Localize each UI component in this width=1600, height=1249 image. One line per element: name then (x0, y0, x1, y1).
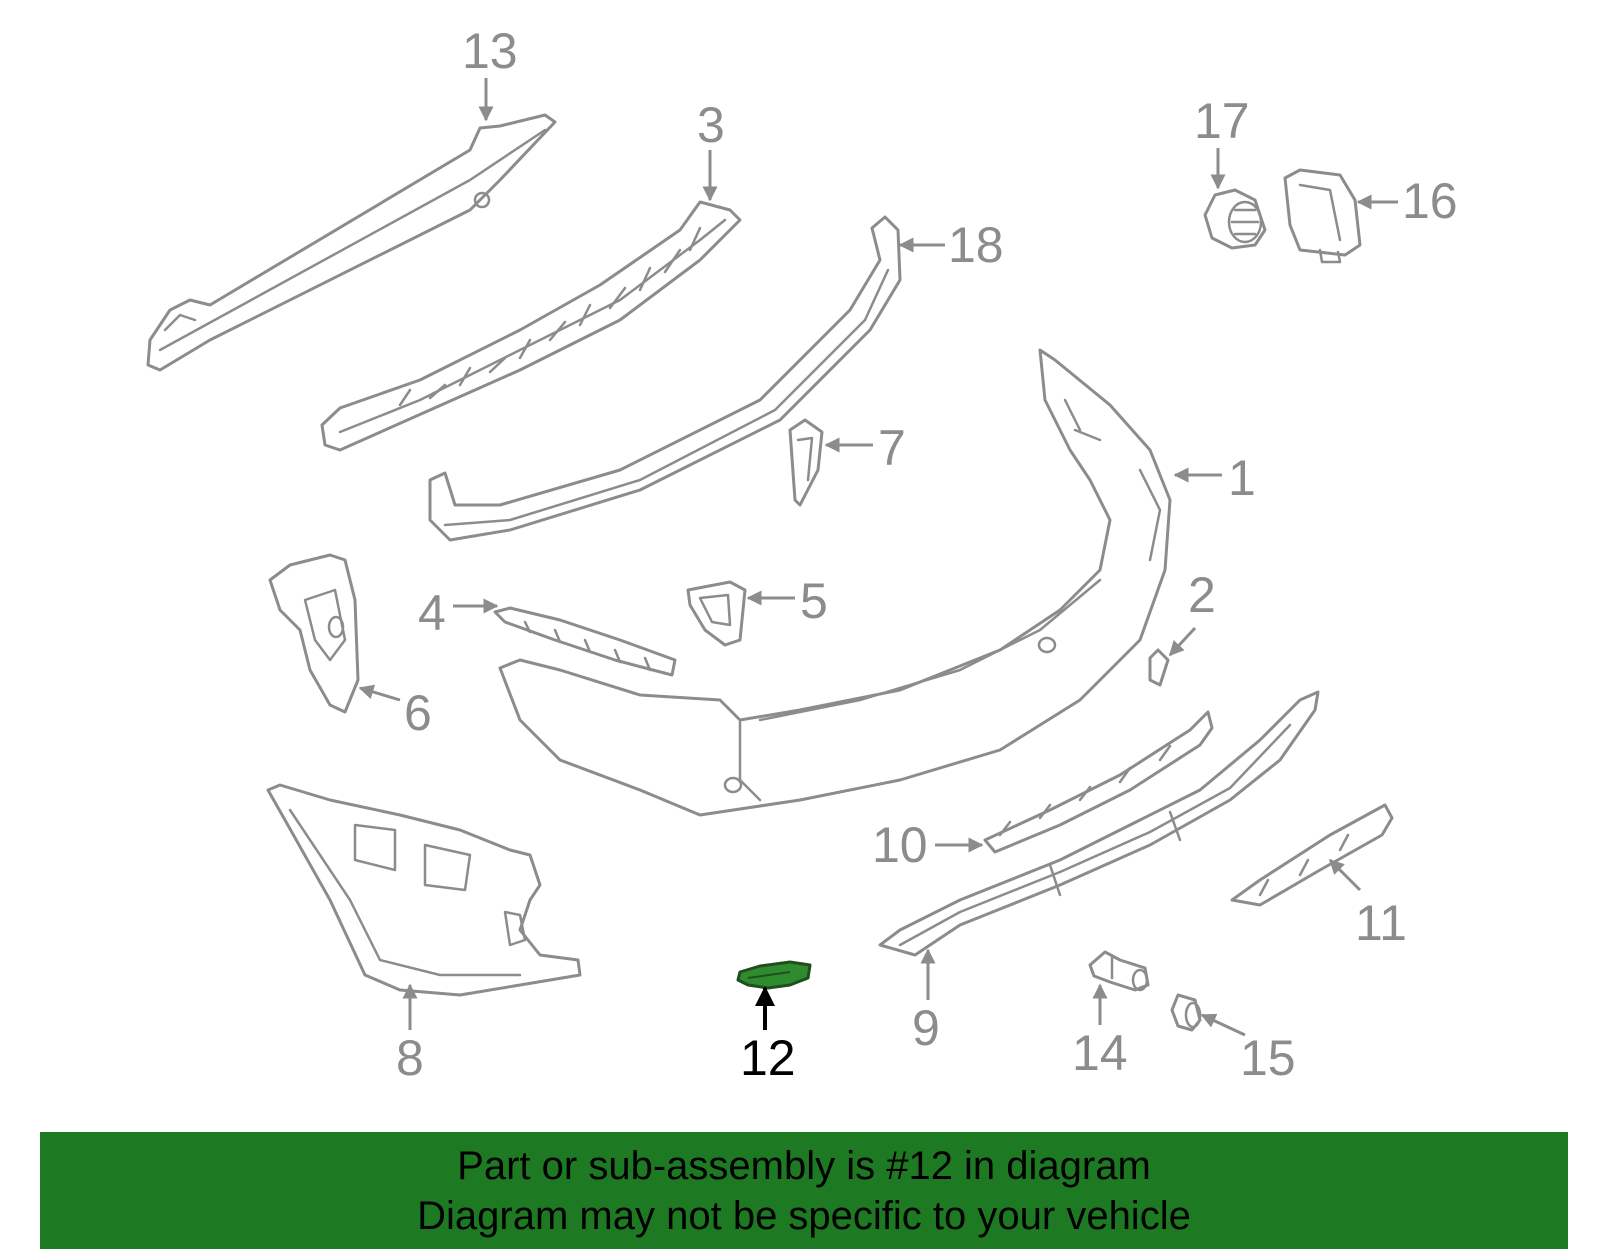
callout-14: 14 (1072, 1025, 1128, 1081)
part-15-grommet[interactable] (1170, 993, 1202, 1032)
part-12-highlighted[interactable] (736, 960, 812, 990)
callout-6: 6 (404, 685, 432, 741)
callout-10: 10 (872, 817, 928, 873)
callout-13: 13 (462, 23, 518, 79)
part-10-strip[interactable] (983, 710, 1214, 854)
callout-2: 2 (1188, 567, 1216, 623)
banner-line-2: Diagram may not be specific to your vehi… (417, 1193, 1191, 1238)
callout-16: 16 (1402, 173, 1458, 229)
part-14-sensor[interactable] (1088, 950, 1150, 992)
parts-diagram: 13 3 18 17 16 7 1 4 5 2 6 8 10 11 9 14 1… (146, 23, 1458, 1086)
callout-7: 7 (878, 420, 906, 476)
part-11-side-trim[interactable] (1230, 803, 1394, 907)
callout-12: 12 (740, 1030, 796, 1086)
part-3-energy-absorber[interactable] (320, 200, 742, 452)
callout-1: 1 (1228, 450, 1256, 506)
callout-17: 17 (1194, 93, 1250, 149)
part-4-strip[interactable] (493, 606, 677, 677)
callout-18: 18 (948, 217, 1004, 273)
callout-labels: 13 3 18 17 16 7 1 4 5 2 6 8 10 11 9 14 1… (396, 23, 1458, 1086)
part-18-trim-strip[interactable] (428, 215, 902, 542)
part-13-reinforcement-beam[interactable] (146, 113, 557, 372)
part-9-diffuser[interactable] (878, 690, 1320, 957)
info-banner: Part or sub-assembly is #12 in diagram D… (40, 1132, 1568, 1249)
callout-5: 5 (800, 573, 828, 629)
callout-arrows (358, 78, 1398, 1037)
part-7-bracket[interactable] (788, 418, 824, 507)
callout-4: 4 (418, 585, 446, 641)
part-8-corner-panel[interactable] (266, 783, 582, 997)
callout-3: 3 (697, 97, 725, 153)
part-6-side-bracket[interactable] (268, 553, 360, 714)
callout-11: 11 (1355, 895, 1407, 951)
part-1-bumper-cover[interactable] (498, 348, 1172, 817)
callout-8: 8 (396, 1030, 424, 1086)
banner-line-1: Part or sub-assembly is #12 in diagram (457, 1143, 1151, 1188)
part-16-module[interactable] (1283, 168, 1362, 264)
callout-15: 15 (1240, 1030, 1296, 1086)
callout-9: 9 (912, 1000, 940, 1056)
part-17-connector[interactable] (1203, 188, 1267, 250)
part-5-bracket[interactable] (686, 580, 747, 647)
part-2-cap[interactable] (1148, 648, 1170, 687)
